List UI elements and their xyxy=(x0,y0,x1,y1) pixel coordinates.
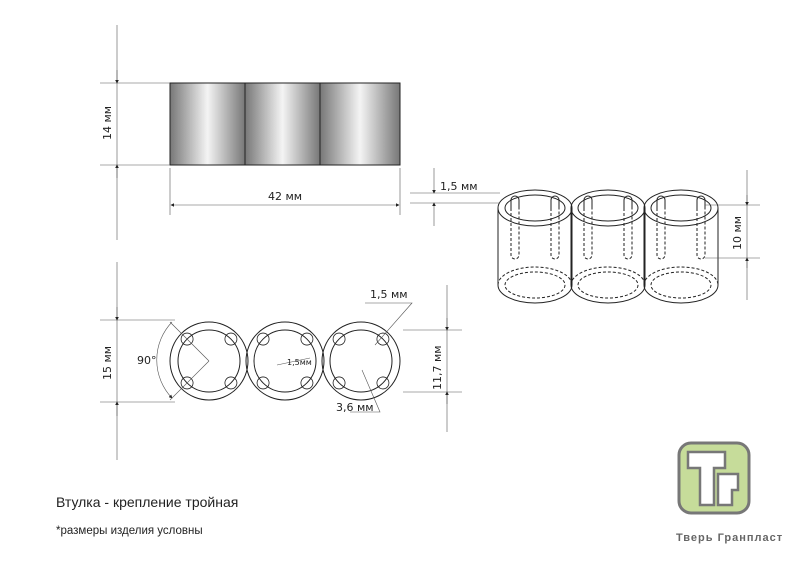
bottom-back xyxy=(643,266,719,286)
outer-ring xyxy=(321,321,401,401)
iso-dimensions xyxy=(410,168,760,300)
slot-top xyxy=(696,195,706,208)
inner-ring xyxy=(253,329,317,393)
notch xyxy=(300,332,314,346)
inner-ring xyxy=(177,329,241,393)
notch xyxy=(256,332,270,346)
section-dimensions xyxy=(100,262,462,460)
side-height-label: 14 мм xyxy=(101,106,114,140)
cross-section xyxy=(169,321,401,401)
bottom-outer xyxy=(497,284,573,304)
bottom-inner xyxy=(650,271,712,299)
slot-hidden xyxy=(656,208,666,260)
notch xyxy=(332,376,346,390)
section-height-label: 15 мм xyxy=(101,346,114,380)
drawing-note: *размеры изделия условны xyxy=(56,525,203,537)
top-outer xyxy=(570,189,646,227)
isometric-view xyxy=(497,189,719,304)
bottom-outer xyxy=(643,284,719,304)
notch xyxy=(300,376,314,390)
notch xyxy=(180,376,194,390)
bottom-inner xyxy=(504,271,566,299)
top-inner xyxy=(577,194,639,222)
notch xyxy=(224,376,238,390)
iso-wall-label: 1,5 мм xyxy=(440,180,478,193)
top-inner xyxy=(650,194,712,222)
slot-top xyxy=(510,195,520,208)
slot-hidden xyxy=(550,208,560,260)
slot-top xyxy=(550,195,560,208)
notch xyxy=(256,376,270,390)
top-inner xyxy=(504,194,566,222)
outer-ring xyxy=(245,321,325,401)
bottom-back xyxy=(570,266,646,286)
notch xyxy=(180,332,194,346)
notch xyxy=(332,332,346,346)
drawing-title: Втулка - крепление тройная xyxy=(56,494,239,510)
side-dimensions xyxy=(100,25,401,240)
notch xyxy=(224,332,238,346)
outer-ring xyxy=(169,321,249,401)
cylinder-side xyxy=(497,208,573,285)
top-outer xyxy=(497,189,573,227)
angle-label: 90° xyxy=(137,354,157,367)
side-view xyxy=(169,82,401,166)
slot-hidden xyxy=(696,208,706,260)
slot-length-label: 10 мм xyxy=(731,216,744,250)
slot-top xyxy=(623,195,633,208)
wall-label: 1,5 мм xyxy=(370,288,408,301)
inner-ring xyxy=(329,329,393,393)
brand-logo xyxy=(677,441,751,515)
bottom-inner xyxy=(577,271,639,299)
slot-hidden xyxy=(623,208,633,260)
bottom-back xyxy=(497,266,573,286)
notch-offset-label: 3,6 мм xyxy=(336,401,374,414)
brand-name: Тверь Гранпласт xyxy=(676,532,784,544)
slot-top xyxy=(583,195,593,208)
notch-label: 1,5мм xyxy=(287,358,312,367)
top-outer xyxy=(643,189,719,227)
side-length-label: 42 мм xyxy=(268,190,302,203)
notch xyxy=(376,376,390,390)
bottom-outer xyxy=(570,284,646,304)
cylinder-side xyxy=(570,208,646,285)
notch xyxy=(376,332,390,346)
inner-diameter-label: 11,7 мм xyxy=(431,345,444,390)
slot-top xyxy=(656,195,666,208)
slot-hidden xyxy=(583,208,593,260)
slot-hidden xyxy=(510,208,520,260)
cylinder-side xyxy=(643,208,719,285)
